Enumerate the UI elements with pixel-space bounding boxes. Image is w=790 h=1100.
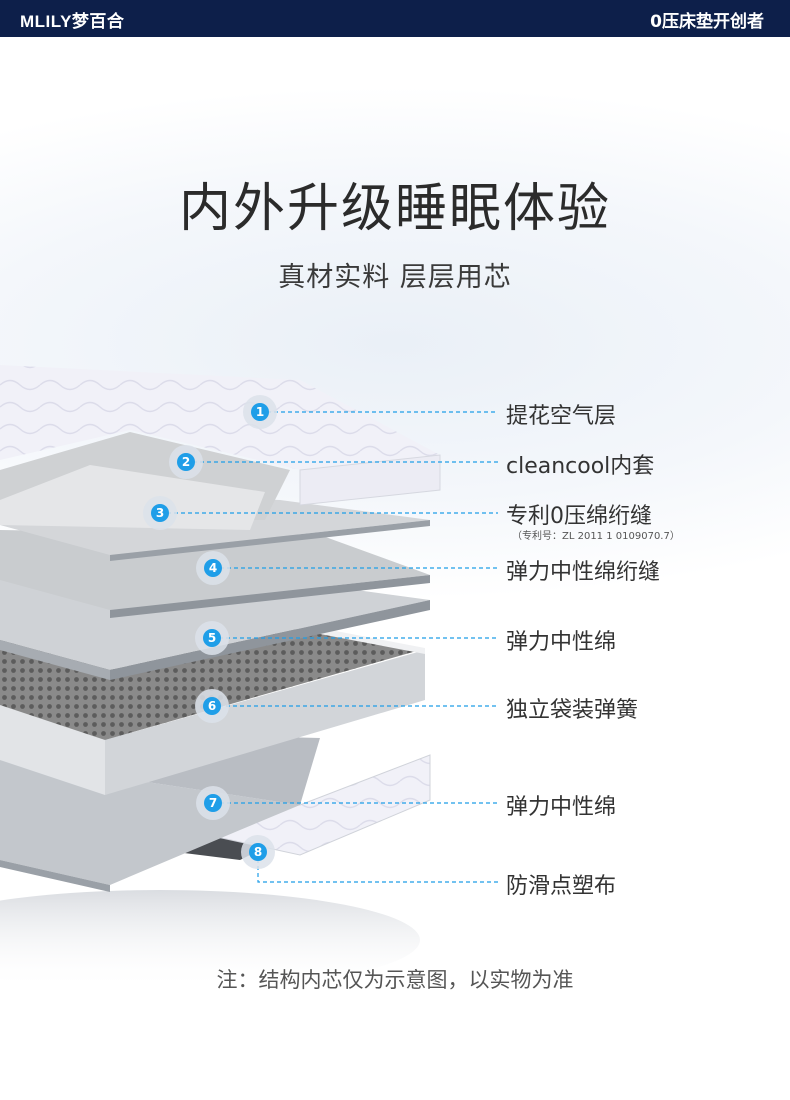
layer-5-badge: 5 — [195, 621, 229, 655]
layer-6-badge: 6 — [195, 689, 229, 723]
layer-6-front — [0, 705, 105, 795]
layer-8-label: 防滑点塑布 — [506, 874, 617, 899]
layer-5-front — [0, 640, 110, 680]
layer-4-badge: 4 — [196, 551, 230, 585]
layer-6-label: 独立袋装弹簧 — [506, 698, 639, 723]
layer-6-number: 6 — [203, 697, 221, 715]
layer-7-number: 7 — [204, 794, 222, 812]
layer-4-label: 弹力中性绵绗缝 — [506, 560, 661, 585]
layer-7-edge — [0, 860, 110, 892]
layer-8-number: 8 — [249, 843, 267, 861]
layer-3-number: 3 — [151, 504, 169, 522]
layer-5-side — [110, 600, 430, 680]
layer-5-number: 5 — [203, 629, 221, 647]
layer-4-side — [110, 575, 430, 618]
brand-slogan: 0压床垫开创者 — [650, 12, 764, 32]
page-subtitle: 真材实料 层层用芯 — [278, 262, 512, 293]
layer-3-side — [110, 520, 430, 561]
floor-shadow — [0, 890, 420, 980]
layer-6-side — [105, 650, 425, 795]
layer-3-patent-number: （专利号：ZL 2011 1 0109070.7） — [512, 531, 680, 542]
layer-1-number: 1 — [251, 403, 269, 421]
layer-4-number: 4 — [204, 559, 222, 577]
mattress-layers-illustration — [0, 365, 498, 980]
layer-3-badge: 3 — [143, 496, 177, 530]
layer-2-number: 2 — [177, 453, 195, 471]
disclaimer-note: 注：结构内芯仅为示意图，以实物为准 — [216, 968, 574, 992]
brand-logo[interactable]: MLILY梦百合 — [20, 12, 125, 31]
layer-7-badge: 7 — [196, 786, 230, 820]
layer-2-label: cleancool内套 — [506, 454, 655, 479]
layer-1-label: 提花空气层 — [506, 404, 617, 429]
layer-1-jacquard — [0, 365, 440, 470]
layer-8-badge: 8 — [241, 835, 275, 869]
page-title: 内外升级睡眠体验 — [178, 179, 611, 239]
layer-7-face — [0, 760, 300, 885]
layer-1-side — [299, 454, 441, 506]
layer-2-cover-inner — [0, 465, 265, 530]
layer-5-label: 弹力中性绵 — [506, 630, 617, 655]
layer-6-rim — [320, 628, 425, 654]
leader-line-8 — [257, 852, 498, 883]
layer-7-label: 弹力中性绵 — [506, 795, 617, 820]
top-bar: MLILY梦百合 0压床垫开创者 — [0, 0, 790, 37]
layer-3-label: 专利0压绵绗缝 — [506, 504, 652, 529]
layer-1-badge: 1 — [243, 395, 277, 429]
layer-2-badge: 2 — [169, 445, 203, 479]
